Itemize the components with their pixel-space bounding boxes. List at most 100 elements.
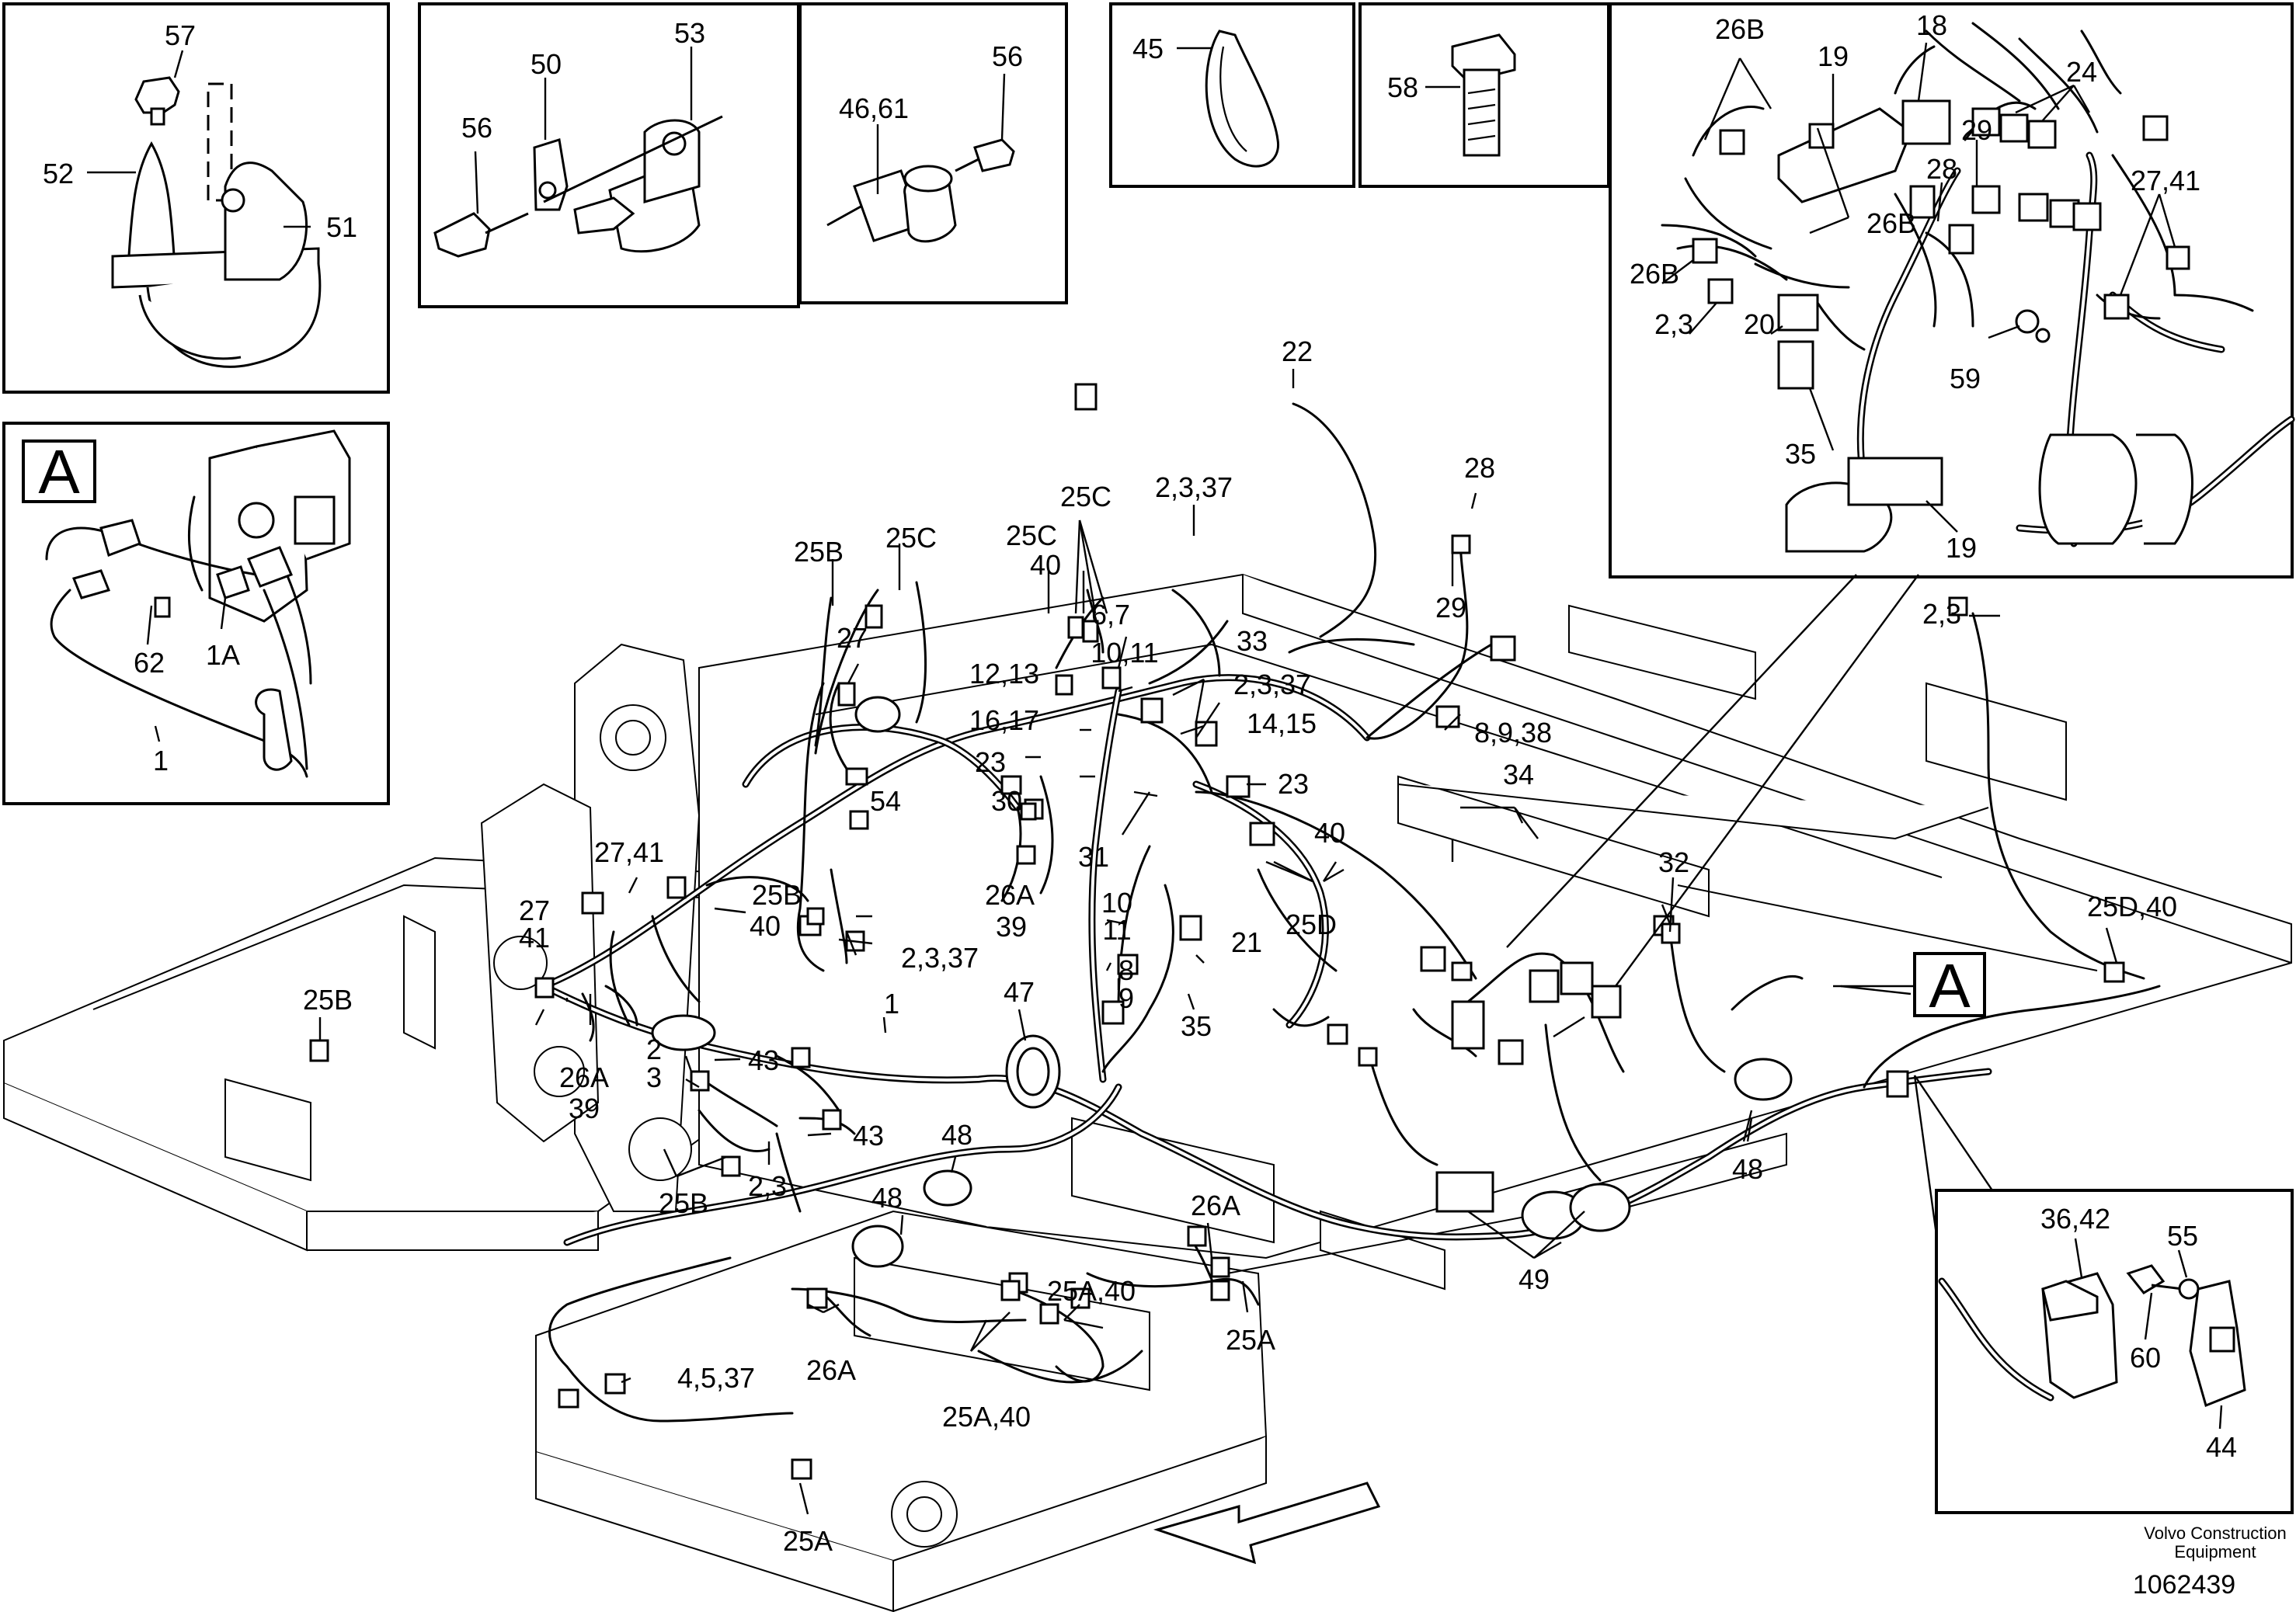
svg-text:49: 49 — [1518, 1263, 1550, 1295]
svg-text:45: 45 — [1132, 33, 1164, 64]
svg-text:2,3: 2,3 — [1654, 308, 1693, 340]
svg-text:27: 27 — [519, 895, 550, 926]
svg-text:40: 40 — [1314, 817, 1345, 849]
svg-text:6,7: 6,7 — [1091, 599, 1130, 631]
svg-text:A: A — [38, 437, 80, 506]
svg-text:14,15: 14,15 — [1247, 707, 1317, 739]
svg-text:27: 27 — [837, 622, 868, 654]
svg-text:2,3,37: 2,3,37 — [1155, 471, 1233, 503]
svg-text:29: 29 — [1435, 592, 1466, 624]
svg-text:47: 47 — [1004, 976, 1035, 1008]
svg-text:27,41: 27,41 — [2131, 165, 2200, 196]
main-labels: 22 28 29 2,3,37 25C 25C 40 25B 25C 27 6,… — [303, 335, 2177, 1557]
inset-detail-bottom-right: 36,42 55 60 44 — [1913, 1075, 2294, 1514]
svg-text:41: 41 — [519, 922, 550, 954]
svg-text:26B: 26B — [1630, 258, 1679, 290]
inset-bolt-58: 58 — [1358, 2, 1610, 188]
svg-text:39: 39 — [996, 911, 1027, 943]
svg-text:26A: 26A — [559, 1061, 609, 1093]
svg-text:27,41: 27,41 — [594, 836, 664, 868]
inset-link-line-1 — [1506, 574, 1857, 948]
svg-text:25C: 25C — [1006, 519, 1057, 551]
svg-text:10,11: 10,11 — [1091, 637, 1158, 669]
svg-text:25A,40: 25A,40 — [942, 1401, 1031, 1433]
svg-text:43: 43 — [748, 1044, 779, 1076]
svg-text:48: 48 — [1732, 1153, 1763, 1185]
svg-text:29: 29 — [1961, 114, 1992, 146]
svg-text:36,42: 36,42 — [2040, 1203, 2110, 1235]
svg-text:60: 60 — [2130, 1342, 2161, 1374]
svg-text:26B: 26B — [1715, 13, 1765, 45]
company-name-line1: Volvo Construction — [2144, 1523, 2286, 1543]
svg-text:59: 59 — [1950, 363, 1981, 394]
svg-text:28: 28 — [1464, 452, 1495, 484]
main-callout-a: A — [1833, 951, 1986, 1020]
svg-text:46,61: 46,61 — [839, 92, 909, 124]
svg-text:31: 31 — [1078, 841, 1109, 873]
inset-clip-46: 56 46,61 — [798, 2, 1068, 304]
svg-text:50: 50 — [531, 48, 562, 80]
svg-text:10: 10 — [1101, 887, 1132, 919]
svg-text:48: 48 — [871, 1182, 903, 1214]
company-name-line2: Equipment — [2174, 1542, 2256, 1562]
svg-text:33: 33 — [1237, 625, 1268, 657]
svg-text:12,13: 12,13 — [969, 658, 1039, 690]
main-leader-lines — [318, 369, 2118, 1515]
svg-text:26B: 26B — [1866, 207, 1916, 239]
svg-text:1A: 1A — [206, 639, 240, 671]
svg-text:22: 22 — [1282, 335, 1313, 367]
svg-text:25D,40: 25D,40 — [2087, 891, 2177, 922]
svg-text:A: A — [1929, 951, 1971, 1020]
svg-text:25C: 25C — [1060, 481, 1111, 512]
svg-text:2: 2 — [646, 1034, 662, 1065]
svg-text:19: 19 — [1946, 532, 1977, 564]
svg-text:2,3,37: 2,3,37 — [1233, 669, 1311, 700]
svg-text:58: 58 — [1387, 71, 1418, 103]
svg-text:51: 51 — [326, 211, 357, 243]
inset-clip-50: 50 53 56 — [418, 2, 800, 308]
svg-text:53: 53 — [674, 17, 705, 49]
forward-arrow-icon — [1153, 1482, 1381, 1565]
svg-text:25A: 25A — [783, 1525, 833, 1557]
svg-text:19: 19 — [1818, 40, 1849, 72]
svg-text:25A: 25A — [1226, 1324, 1275, 1356]
svg-text:40: 40 — [750, 910, 781, 942]
svg-text:52: 52 — [43, 158, 74, 189]
svg-text:8,9,38: 8,9,38 — [1474, 717, 1552, 749]
svg-text:3: 3 — [646, 1061, 662, 1093]
svg-text:18: 18 — [1916, 9, 1947, 41]
svg-text:25B: 25B — [303, 984, 353, 1016]
svg-text:1: 1 — [884, 988, 899, 1020]
svg-text:56: 56 — [992, 40, 1023, 72]
svg-text:25D: 25D — [1285, 908, 1337, 940]
svg-text:48: 48 — [941, 1119, 972, 1151]
inset-detail-top-right: 26B 19 18 24 29 28 27,41 26B 26B 2,3 20 … — [1609, 2, 2295, 578]
svg-text:21: 21 — [1231, 926, 1262, 958]
svg-text:26A: 26A — [1191, 1190, 1240, 1221]
svg-text:43: 43 — [853, 1120, 884, 1152]
svg-text:25B: 25B — [752, 879, 802, 911]
svg-text:34: 34 — [1503, 759, 1534, 790]
footer: Volvo Construction Equipment 1062439 — [2133, 1523, 2287, 1600]
drawing-number: 1062439 — [2133, 1570, 2235, 1600]
svg-text:44: 44 — [2206, 1431, 2237, 1463]
svg-text:25A,40: 25A,40 — [1047, 1275, 1136, 1307]
svg-text:30: 30 — [991, 785, 1022, 817]
svg-text:23: 23 — [1278, 768, 1309, 800]
svg-text:23: 23 — [975, 746, 1006, 778]
svg-text:8: 8 — [1118, 954, 1134, 986]
svg-text:26A: 26A — [806, 1354, 856, 1386]
svg-text:2,3,37: 2,3,37 — [901, 942, 979, 974]
inset-clip-52: 57 52 51 — [2, 2, 390, 394]
inset-tie-45: 45 — [1109, 2, 1355, 188]
svg-text:2,3: 2,3 — [748, 1170, 787, 1202]
svg-text:2,3: 2,3 — [1922, 598, 1961, 630]
inset-detail-a: A 62 1A 1 — [2, 422, 390, 805]
svg-text:39: 39 — [569, 1093, 600, 1124]
svg-text:40: 40 — [1030, 549, 1061, 581]
svg-text:25B: 25B — [794, 536, 844, 568]
svg-text:28: 28 — [1926, 153, 1957, 185]
svg-text:54: 54 — [870, 785, 901, 817]
svg-text:16,17: 16,17 — [969, 704, 1039, 736]
